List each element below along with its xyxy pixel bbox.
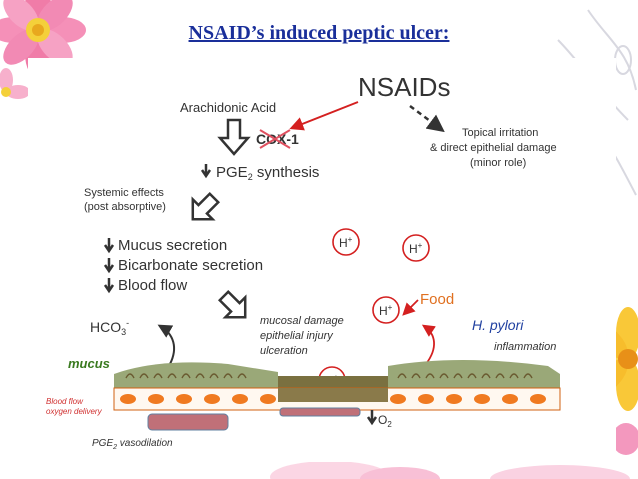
food-to-proton-arrow bbox=[402, 299, 419, 316]
proton-circle-3: H+ bbox=[372, 296, 400, 324]
nsaid-ulcer-diagram: NSAIDs Arachidonic Acid COX-1 Topical ir… bbox=[46, 72, 561, 451]
hco3-curved-arrow bbox=[157, 324, 176, 365]
mucus-secretion-label: Mucus secretion bbox=[118, 237, 227, 254]
o2-label: O2 bbox=[378, 413, 392, 429]
h-pylori-label: H. pylori bbox=[472, 317, 524, 333]
topical-irritation-line1: Topical irritation bbox=[462, 127, 538, 139]
hollow-diagonal-arrow-1 bbox=[191, 191, 221, 221]
diagram-panel: NSAIDs Arachidonic Acid COX-1 Topical ir… bbox=[28, 58, 616, 462]
inflammation-label: inflammation bbox=[494, 341, 556, 353]
blood-flow-oxygen-line1: Blood flow bbox=[46, 397, 84, 406]
cox1-label: COX-1 bbox=[256, 131, 299, 147]
blood-flow-label: Blood flow bbox=[118, 277, 187, 294]
nsaids-label: NSAIDs bbox=[358, 72, 450, 102]
cox1-cross-line-2 bbox=[259, 129, 291, 149]
nsaids-inhibits-cox1-arrow bbox=[289, 101, 359, 131]
food-label: Food bbox=[420, 291, 454, 308]
mucus-label: mucus bbox=[68, 356, 110, 371]
o2-down-arrow-icon bbox=[366, 410, 378, 426]
systemic-effects-line2: (post absorptive) bbox=[84, 201, 166, 213]
hco3-label: HCO3- bbox=[90, 318, 129, 337]
topical-irritation-line2: & direct epithelial damage bbox=[430, 142, 557, 154]
mucosal-damage-line1: mucosal damage bbox=[260, 315, 344, 327]
blood-flow-oxygen-line2: oxygen delivery bbox=[46, 407, 103, 416]
nsaids-topical-arrow bbox=[409, 105, 445, 133]
blood-flow-down-arrow-icon bbox=[103, 278, 115, 294]
hollow-down-arrow-1 bbox=[217, 118, 251, 156]
pge2-vasodilation-label: PGE2 vasodilation bbox=[92, 438, 173, 451]
flower-decoration-bottom bbox=[270, 461, 630, 479]
gastric-mucosa-illustration bbox=[113, 360, 561, 431]
proton-circle-2: H+ bbox=[402, 234, 430, 262]
svg-text:H+: H+ bbox=[379, 303, 393, 318]
hollow-diagonal-arrow-2 bbox=[217, 289, 247, 319]
bicarbonate-down-arrow-icon bbox=[103, 258, 115, 274]
pge2-synthesis-label: PGE2 synthesis bbox=[216, 164, 319, 182]
mucus-down-arrow-icon bbox=[103, 238, 115, 254]
pge2-down-arrow-icon bbox=[200, 164, 212, 179]
mucosal-damage-line2: epithelial injury bbox=[260, 330, 334, 342]
svg-text:H+: H+ bbox=[409, 241, 423, 256]
bicarbonate-secretion-label: Bicarbonate secretion bbox=[118, 257, 263, 274]
topical-irritation-line3: (minor role) bbox=[470, 157, 526, 169]
mucosa-to-proton-arrow bbox=[421, 324, 436, 365]
mucosal-damage-line3: ulceration bbox=[260, 345, 308, 357]
systemic-effects-line1: Systemic effects bbox=[84, 187, 164, 199]
arachidonic-acid-label: Arachidonic Acid bbox=[180, 100, 276, 115]
flower-decoration-top-left bbox=[0, 0, 86, 99]
svg-text:H+: H+ bbox=[339, 235, 353, 250]
slide-title: NSAID’s induced peptic ulcer: bbox=[188, 22, 450, 44]
proton-circle-1: H+ bbox=[332, 228, 360, 256]
